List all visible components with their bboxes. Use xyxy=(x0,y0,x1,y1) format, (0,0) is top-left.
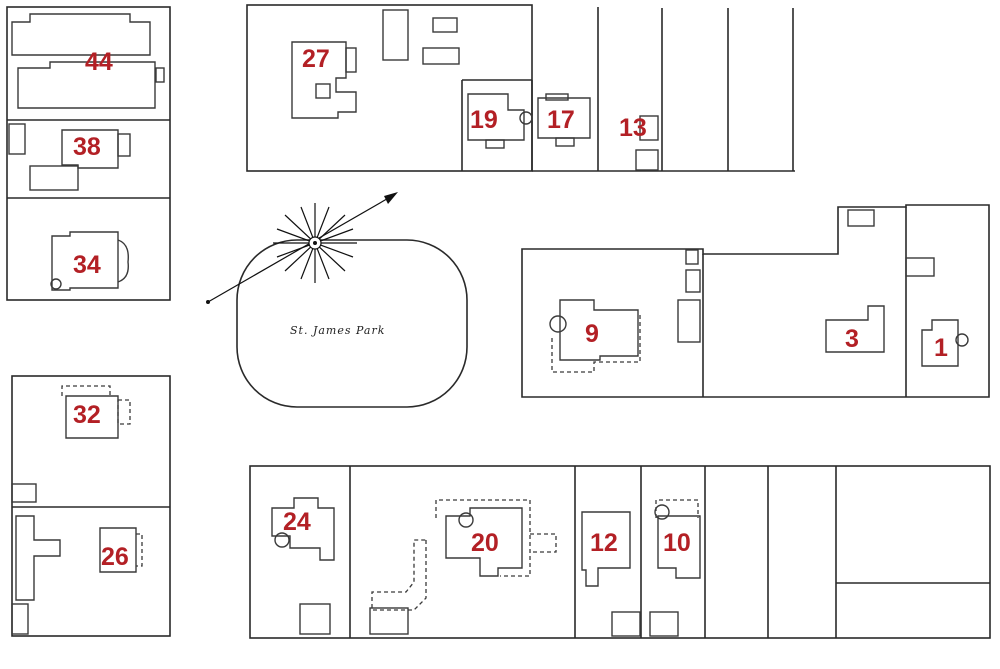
block-east xyxy=(521,204,990,398)
block-north xyxy=(246,4,795,172)
block-southwest xyxy=(11,375,171,637)
lot-number-10: 10 xyxy=(663,529,691,557)
lot-number-13: 13 xyxy=(619,114,647,142)
lot-number-26: 26 xyxy=(101,543,129,571)
lot-number-19: 19 xyxy=(470,106,498,134)
lot-number-32: 32 xyxy=(73,401,101,429)
lot-number-3: 3 xyxy=(845,325,859,353)
lot-numbers: 44 38 34 27 19 17 13 9 3 1 32 26 24 20 1… xyxy=(73,45,948,571)
lot-number-27: 27 xyxy=(302,45,330,73)
lot-number-20: 20 xyxy=(471,529,499,557)
lot-number-9: 9 xyxy=(585,320,599,348)
lot-number-38: 38 xyxy=(73,133,101,161)
compass-rose-icon xyxy=(206,192,398,304)
lot-number-1: 1 xyxy=(934,334,948,362)
lot-number-12: 12 xyxy=(590,529,618,557)
st-james-park: St. James Park xyxy=(236,239,468,408)
lot-number-24: 24 xyxy=(283,508,311,536)
lot-number-17: 17 xyxy=(547,106,575,134)
lot-number-34: 34 xyxy=(73,251,101,279)
block-south xyxy=(249,465,991,639)
park-label: St. James Park xyxy=(290,324,385,337)
lot-number-44: 44 xyxy=(85,48,113,76)
block-northwest xyxy=(6,6,171,301)
